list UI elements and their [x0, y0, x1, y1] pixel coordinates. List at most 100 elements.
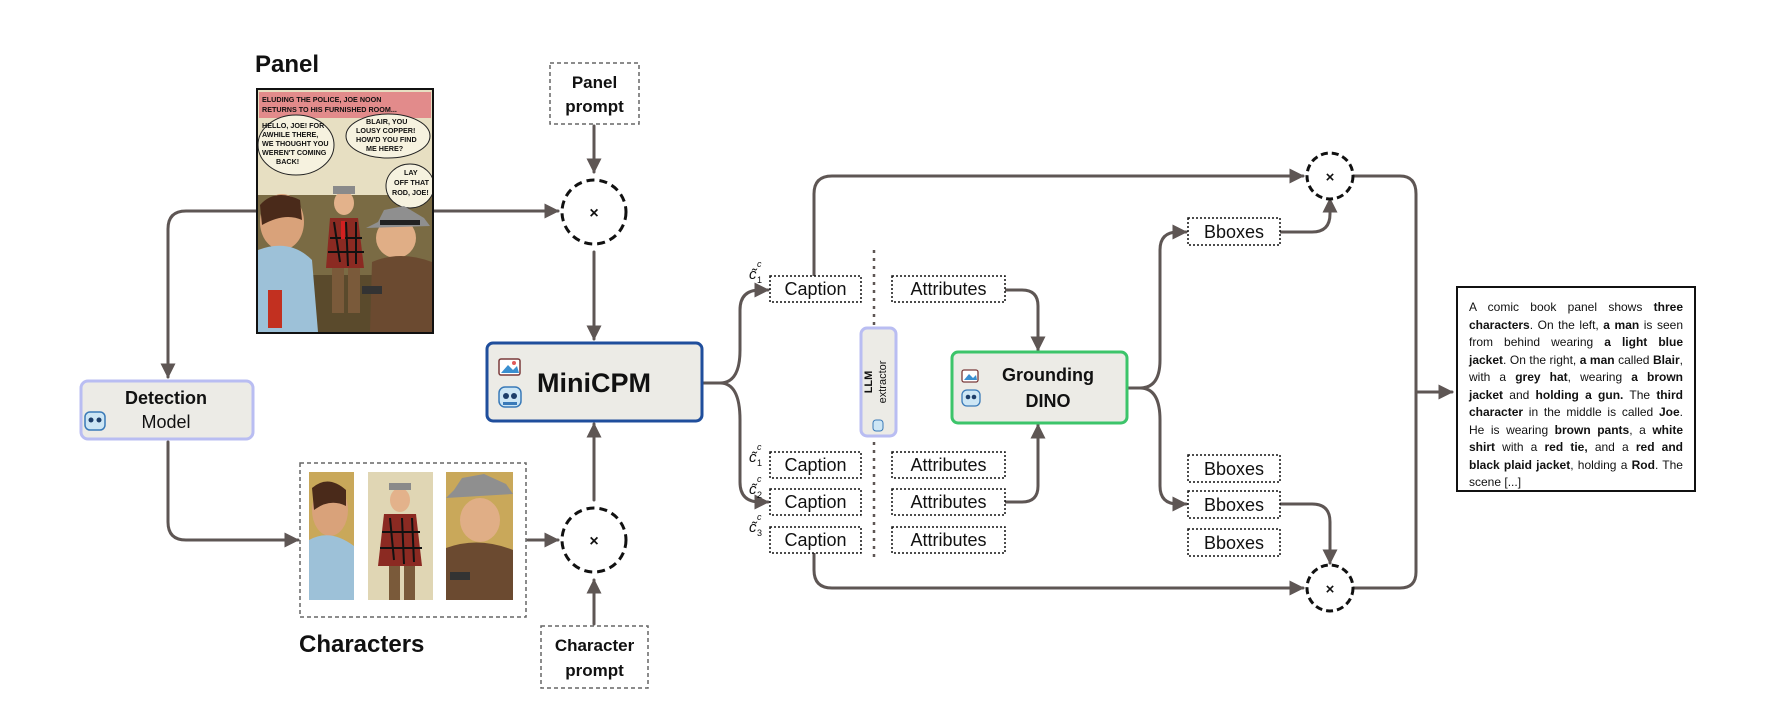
image-icon [498, 358, 521, 376]
panel-bubble-left-line-4: WEREN'T COMING [262, 148, 327, 157]
characters-crops [299, 462, 527, 618]
arrow-minicpm-to-caption-top [702, 282, 770, 385]
bboxes-label: Bboxes [1204, 495, 1264, 515]
caption-symbol-top: c̃ 1 c [749, 259, 762, 285]
panel-bubble-mid-line-3: HOW'D YOU FIND [356, 135, 417, 144]
bboxes-label: Bboxes [1204, 533, 1264, 553]
description-segment: A comic book panel shows [1469, 300, 1654, 314]
arrow-detection-to-characters [166, 440, 300, 548]
description-segment-bold: Joe [1658, 405, 1680, 419]
arrow-dino-to-bboxes-2 [1123, 386, 1188, 512]
bboxes-top: Bboxes [1187, 217, 1281, 246]
panel-prompt-box: Panel prompt [549, 62, 640, 125]
caption-symbol-sup: c [757, 512, 762, 522]
multiply-node-right-top: × [1305, 151, 1355, 201]
grounding-dino-box: Grounding DINO [950, 350, 1129, 425]
description-segment: . The scene [...] [1469, 457, 1683, 490]
caption-symbol-base: c̃ [749, 449, 758, 466]
panel-bubble-mid-line-1: BLAIR, YOU [366, 117, 407, 126]
description-segment-bold: red and black plaid jacket [1469, 440, 1684, 472]
detection-model-line-1: Detection [125, 388, 207, 408]
characters-title: Characters [299, 631, 424, 658]
comic-panel-image: ELUDING THE POLICE, JOE NOON RETURNS TO … [256, 88, 434, 334]
multiply-symbol: × [589, 205, 598, 222]
description-segment: , holding a [1570, 457, 1632, 472]
description-segment-bold: three characters [1469, 300, 1683, 332]
description-segment: , wearing [1567, 370, 1632, 384]
arrow-caption-to-right-multiply [812, 168, 1305, 280]
description-segment: . He is wearing [1469, 405, 1683, 437]
detection-model-line-2: Model [141, 412, 190, 432]
description-segment-bold: Rod [1631, 457, 1655, 472]
description-segment: in the middle is called [1523, 405, 1659, 419]
arrow-bboxes-to-right-multiply [1278, 197, 1338, 234]
caption-symbol-base: c̃ [749, 266, 758, 283]
description-segment-bold: holding a gun. [1535, 387, 1624, 402]
attributes-top: Attributes [891, 275, 1006, 303]
bboxes-1: Bboxes [1187, 454, 1281, 483]
description-segment-bold: a light blue jacket [1469, 335, 1683, 367]
character-crop-right [446, 472, 513, 600]
image-icon [961, 369, 979, 383]
caption-2: Caption [769, 488, 862, 516]
multiply-node-right-bottom: × [1305, 563, 1355, 613]
caption-1: Caption [769, 451, 862, 479]
description-box: A comic book panel shows three character… [1456, 286, 1696, 492]
multiply-symbol: × [1326, 169, 1335, 186]
llm-extractor-line-1: LLM [863, 371, 875, 394]
caption-symbol-sub: 1 [757, 458, 762, 468]
caption-symbol-2: c̃ 2 c [749, 474, 762, 500]
panel-bubble-right-line-3: ROD, JOE! [392, 188, 429, 197]
description-segment: is seen from behind wearing [1469, 317, 1683, 350]
description-segment-bold: grey hat [1515, 370, 1568, 384]
caption-symbol-3: c̃ 3 c [749, 512, 762, 538]
description-segment: and a [1587, 440, 1636, 454]
description-segment-bold: white shirt [1469, 422, 1683, 455]
snowflake-icon [84, 411, 106, 431]
grounding-dino-line-2: DINO [1026, 391, 1071, 411]
description-segment: and [1503, 387, 1536, 402]
bboxes-label: Bboxes [1204, 222, 1264, 242]
description-segment-bold: a brown jacket [1469, 370, 1683, 402]
grounding-dino-line-1: Grounding [1002, 365, 1094, 385]
character-prompt-box: Character prompt [540, 625, 649, 689]
panel-bubble-left-line-5: BACK! [276, 157, 299, 166]
panel-title: Panel [255, 51, 319, 78]
caption-label: Caption [784, 455, 846, 475]
caption-symbol-1: c̃ 1 c [749, 442, 762, 468]
character-crop-left [309, 472, 354, 600]
caption-label: Caption [784, 530, 846, 550]
description-segment-bold: a man [1603, 317, 1640, 332]
multiply-node-panel: × [560, 178, 628, 246]
attributes-1: Attributes [891, 451, 1006, 479]
caption-symbol-sup: c [757, 474, 762, 484]
caption-symbol-sub: 3 [757, 528, 762, 538]
panel-bubble-right-line-2: OFF THAT [394, 178, 430, 187]
character-prompt-line-2: prompt [565, 661, 624, 680]
caption-symbol-sup: c [757, 442, 762, 452]
minicpm-box: MiniCPM [485, 341, 704, 423]
description-segment-bold: Blair [1652, 352, 1680, 367]
arrow-minicpm-to-caption-2 [702, 381, 770, 510]
caption-symbol-sub: 2 [757, 490, 762, 500]
caption-top: Caption [769, 275, 862, 303]
arrow-panel-to-detection [160, 209, 258, 379]
description-segment-bold: third character [1469, 387, 1683, 420]
caption-symbol-sup: c [757, 259, 762, 269]
detection-model-box: Detection Model [79, 379, 255, 441]
panel-narration-line-1: ELUDING THE POLICE, JOE NOON [262, 95, 381, 104]
attributes-2: Attributes [891, 488, 1006, 516]
robot-icon [498, 386, 522, 408]
attributes-label: Attributes [910, 530, 986, 550]
character-prompt-line-1: Character [555, 636, 635, 655]
bboxes-2: Bboxes [1187, 490, 1281, 519]
description-segment: . On the left, [1529, 317, 1604, 332]
arrow-caption-to-bottom-right-multiply [812, 551, 1305, 596]
arrow-attributes-to-dino [1003, 288, 1046, 352]
description-segment: with a [1495, 440, 1545, 454]
caption-3: Caption [769, 526, 862, 554]
multiply-symbol: × [1326, 581, 1335, 598]
minicpm-label: MiniCPM [537, 368, 651, 398]
arrows [160, 124, 1454, 626]
panel-bubble-left-line-2: AWHILE THERE, [262, 130, 318, 139]
